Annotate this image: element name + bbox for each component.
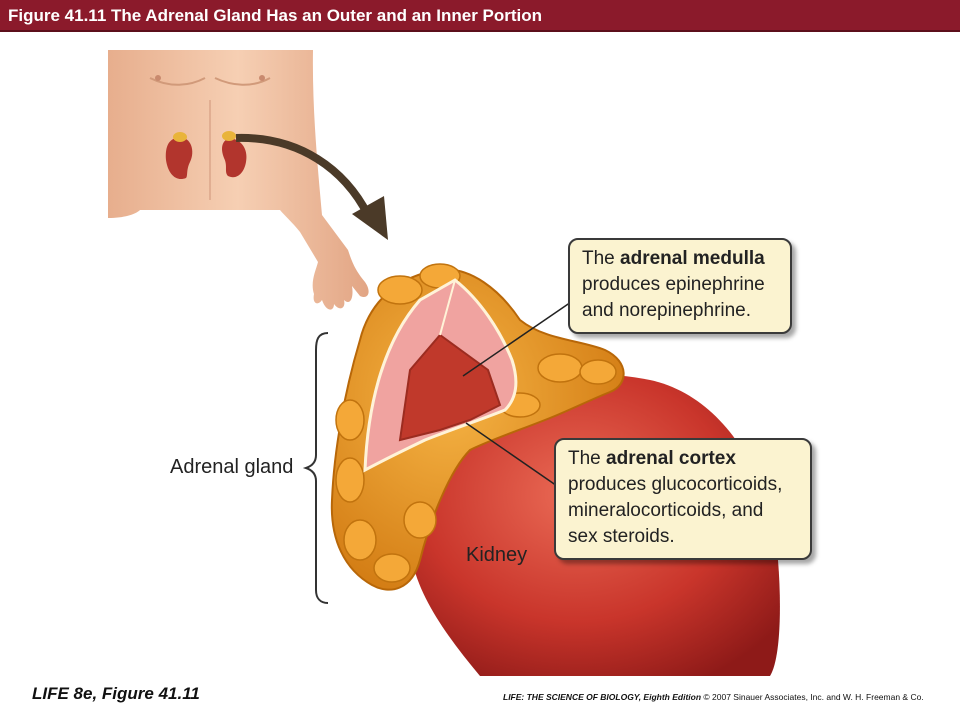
footer-copyright: © 2007 Sinauer Associates, Inc. and W. H… bbox=[701, 692, 924, 702]
medulla-callout: The adrenal medulla produces epinephrine… bbox=[568, 238, 792, 334]
medulla-section bbox=[398, 333, 502, 442]
cortex-pointer-line bbox=[465, 422, 561, 489]
cortex-callout: The adrenal cortex produces glucocortico… bbox=[554, 438, 812, 560]
cortex-callout-prefix: The bbox=[568, 448, 607, 469]
medulla-pointer-line bbox=[462, 299, 575, 377]
adrenal-gland-label: Adrenal gland bbox=[170, 456, 294, 478]
curved-arrow bbox=[235, 133, 388, 240]
footer-book-title: LIFE: THE SCIENCE OF BIOLOGY, Eighth Edi… bbox=[503, 692, 702, 702]
title-bar: Figure 41.11 The Adrenal Gland Has an Ou… bbox=[0, 0, 960, 32]
medulla-callout-text: produces epinephrine and norepinephrine. bbox=[582, 274, 765, 321]
cortex-term: adrenal cortex bbox=[606, 448, 736, 469]
kidney-label: Kidney bbox=[466, 544, 528, 566]
medulla-callout-prefix: The bbox=[582, 248, 621, 269]
medulla-term: adrenal medulla bbox=[620, 248, 765, 269]
footer-figure-ref: LIFE 8e, Figure 41.11 bbox=[32, 684, 200, 703]
cortex-callout-text: produces glucocorticoids, mineralocortic… bbox=[568, 474, 783, 547]
torso-figure bbox=[108, 50, 369, 310]
adrenal-gland-bracket bbox=[302, 332, 329, 604]
footer-credit: LIFE: THE SCIENCE OF BIOLOGY, Eighth Edi… bbox=[503, 692, 924, 702]
figure-title: Figure 41.11 The Adrenal Gland Has an Ou… bbox=[8, 6, 543, 25]
